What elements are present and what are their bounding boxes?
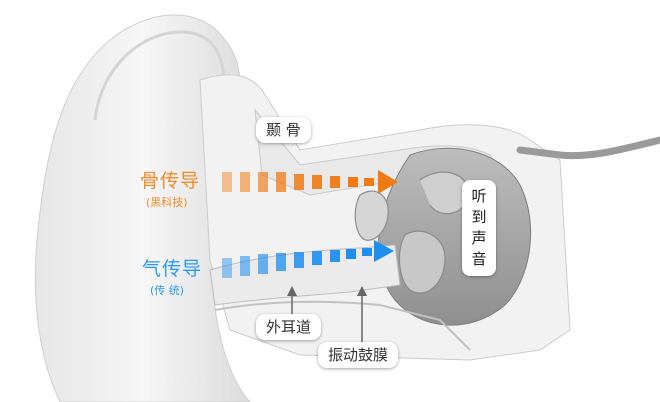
air-conduction-arrow (222, 240, 394, 278)
headphone-cable (516, 136, 660, 160)
temporal-bone-label: 颞 骨 (256, 117, 311, 143)
eardrum-pointer (357, 286, 367, 348)
bone-conduction-arrow (222, 170, 398, 194)
ear-canal-pointer (287, 286, 297, 318)
bone-conduction-subtitle: (黑科技) (146, 196, 188, 209)
ear-canal-lower-wall (214, 300, 471, 351)
hear-sound-label: 听到声音 (462, 180, 496, 276)
ossicle-lower-detail (398, 230, 446, 294)
ossicle-detail (354, 190, 389, 241)
ear-canal-label: 外耳道 (256, 314, 322, 340)
eardrum-label: 振动鼓膜 (318, 342, 399, 368)
bone-conduction-title: 骨传导 (140, 170, 201, 192)
air-conduction-title: 气传导 (142, 258, 203, 280)
ear-helix-fold (93, 30, 225, 121)
hear-sound-text: 听到声音 (471, 187, 487, 268)
air-conduction-subtitle: (传 统) (150, 284, 185, 297)
